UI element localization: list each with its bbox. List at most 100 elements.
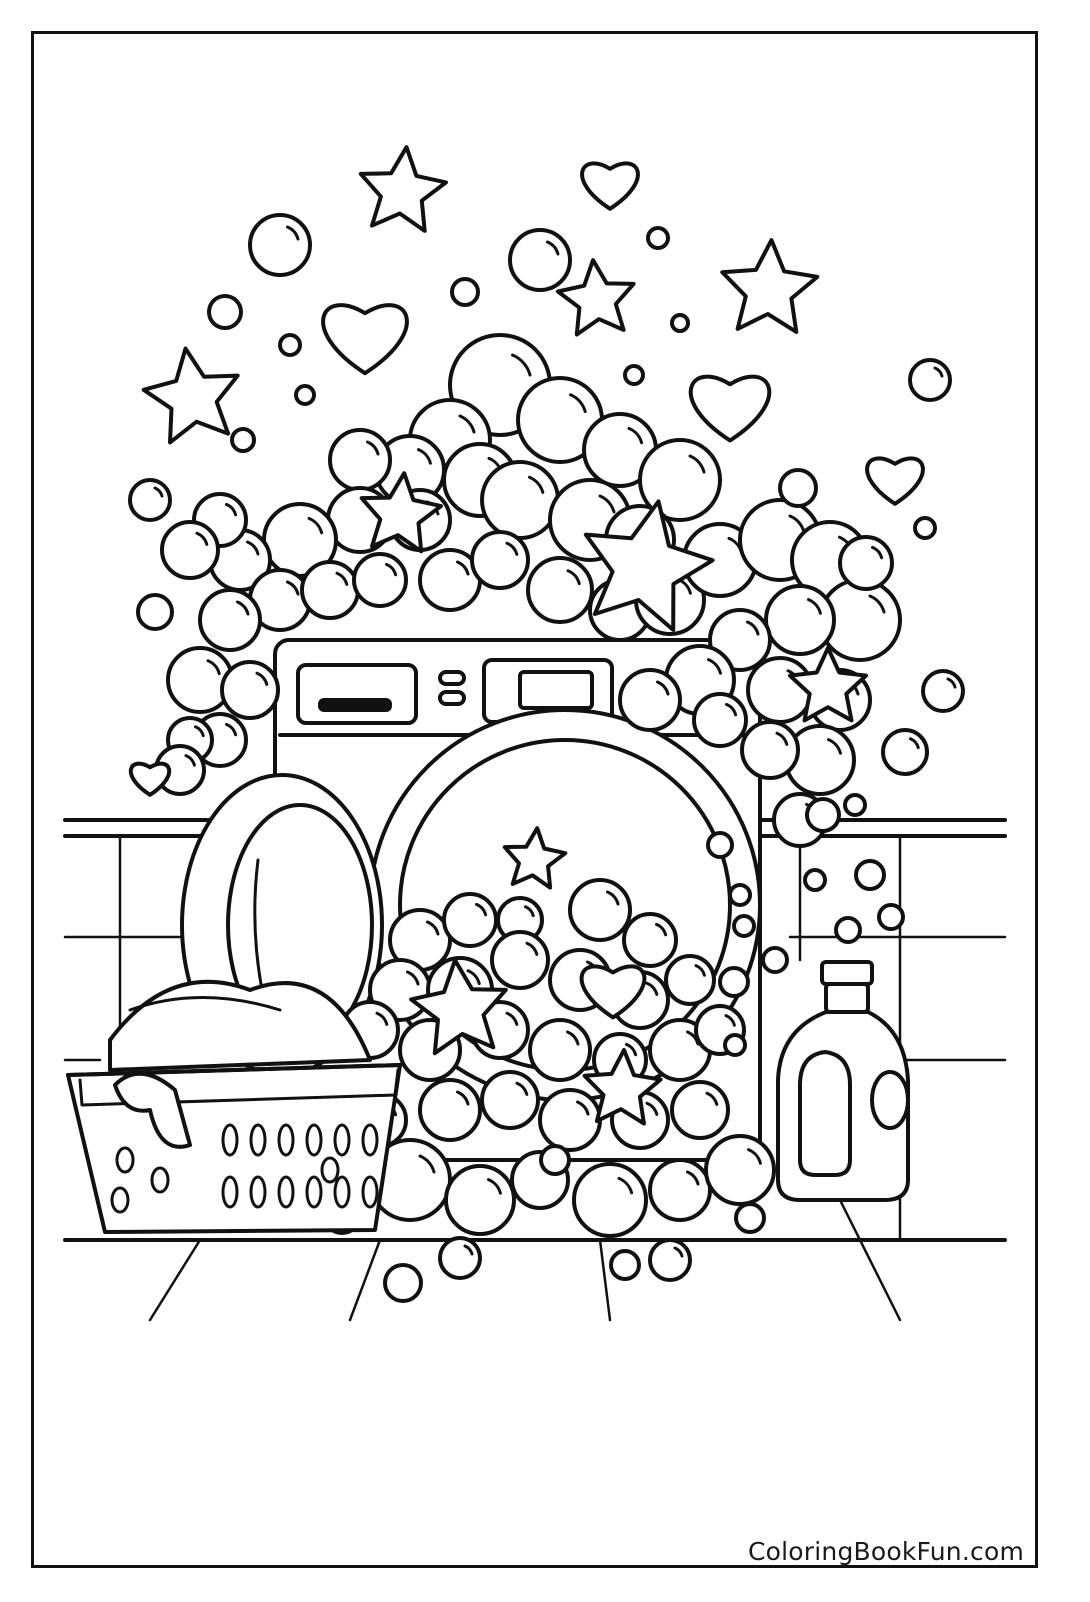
bubble [128, 478, 172, 522]
bubble-shine [417, 448, 432, 465]
heart [580, 161, 640, 211]
bubble-shine [195, 531, 209, 546]
basket-hole [361, 1175, 379, 1209]
stars [141, 145, 868, 1126]
page-border [31, 31, 1038, 1568]
bubble-shine [645, 981, 659, 996]
bubble-shine [625, 1042, 638, 1057]
bubble [572, 1162, 648, 1238]
bubble [732, 914, 756, 938]
bubble [638, 438, 722, 522]
bubble-shine [458, 414, 476, 434]
bubble [539, 1144, 571, 1176]
bubble [480, 460, 560, 540]
bubble [623, 364, 645, 386]
bubble [834, 916, 862, 944]
bubble [528, 1018, 592, 1082]
bubble-shine [694, 964, 706, 977]
bubble-shine [546, 240, 560, 256]
bubble [383, 1263, 423, 1303]
bubble-shine [528, 475, 545, 494]
bubble [294, 384, 316, 406]
bubble [526, 556, 594, 624]
bubble-shine [335, 571, 349, 586]
bubble-shine [515, 1081, 529, 1096]
bubble-shine [686, 1170, 700, 1186]
bubble-shine [627, 426, 644, 445]
bubble-shine [184, 754, 196, 767]
bubble-shine [606, 890, 620, 906]
bubble-shine [746, 620, 760, 636]
bubble [450, 277, 480, 307]
bubble [230, 427, 256, 453]
bubble-shine [418, 1154, 436, 1174]
bubble [490, 930, 550, 990]
bubble [843, 793, 867, 817]
bubble [198, 588, 262, 652]
bubble [838, 535, 894, 591]
star [141, 346, 240, 445]
bubble-shine [576, 1100, 590, 1116]
bubble [664, 954, 716, 1006]
bubble [692, 692, 748, 748]
detergent-bottle [776, 960, 910, 1202]
basket-hole [115, 1146, 135, 1174]
bubble [761, 946, 789, 974]
bubble-shine [656, 680, 670, 696]
bubble [136, 593, 174, 631]
basket-hole [361, 1123, 379, 1157]
bubble-shine [505, 1011, 519, 1026]
bubble [538, 1088, 602, 1152]
bubble-shine [871, 545, 884, 560]
bubble [803, 868, 827, 892]
bubble-shine [456, 560, 470, 576]
bubble-shine [194, 725, 205, 738]
star [582, 1048, 663, 1126]
bubble-shine [246, 540, 260, 556]
star [720, 238, 820, 334]
bubble [805, 797, 841, 833]
tiled-floor [63, 1198, 1007, 1322]
basket-hole [221, 1123, 239, 1157]
bubble-shine [524, 905, 535, 918]
star [359, 471, 443, 554]
bubble-shine [827, 738, 842, 755]
bubble [328, 428, 392, 492]
laundry-basket [66, 979, 402, 1234]
bubble-shine [655, 922, 668, 937]
bubble [881, 728, 929, 776]
bubble [622, 912, 678, 968]
bubble-shine [375, 1011, 389, 1026]
bubble-shine [475, 902, 488, 917]
bubble-shine [724, 1014, 736, 1027]
bubble [706, 831, 734, 859]
bubble [160, 520, 220, 580]
bubble [778, 468, 818, 508]
bubble-shine [747, 1148, 762, 1165]
bubble-shine [505, 541, 519, 556]
bubble-shine [225, 722, 238, 737]
basket-hole [333, 1175, 351, 1209]
bubble [740, 720, 800, 780]
basket-hole [110, 1186, 130, 1214]
heart [128, 761, 172, 797]
bubble [670, 313, 690, 333]
bubble-shine [868, 594, 886, 614]
bubble [618, 668, 682, 732]
bubble-shine [946, 677, 957, 689]
heart [865, 456, 925, 506]
bubble-shine [225, 502, 238, 517]
basket-hole [305, 1123, 323, 1157]
bubble [470, 530, 530, 590]
star [788, 646, 868, 723]
bubble-shine [206, 659, 221, 676]
bubble-shine [456, 1090, 470, 1106]
bubble-shine [566, 1030, 580, 1046]
basket-hole [249, 1123, 267, 1157]
heart [321, 303, 409, 376]
bubble-shine [645, 1101, 659, 1116]
bubble [648, 1158, 712, 1222]
basket-hole [221, 1175, 239, 1209]
bubble-shine [933, 366, 944, 378]
